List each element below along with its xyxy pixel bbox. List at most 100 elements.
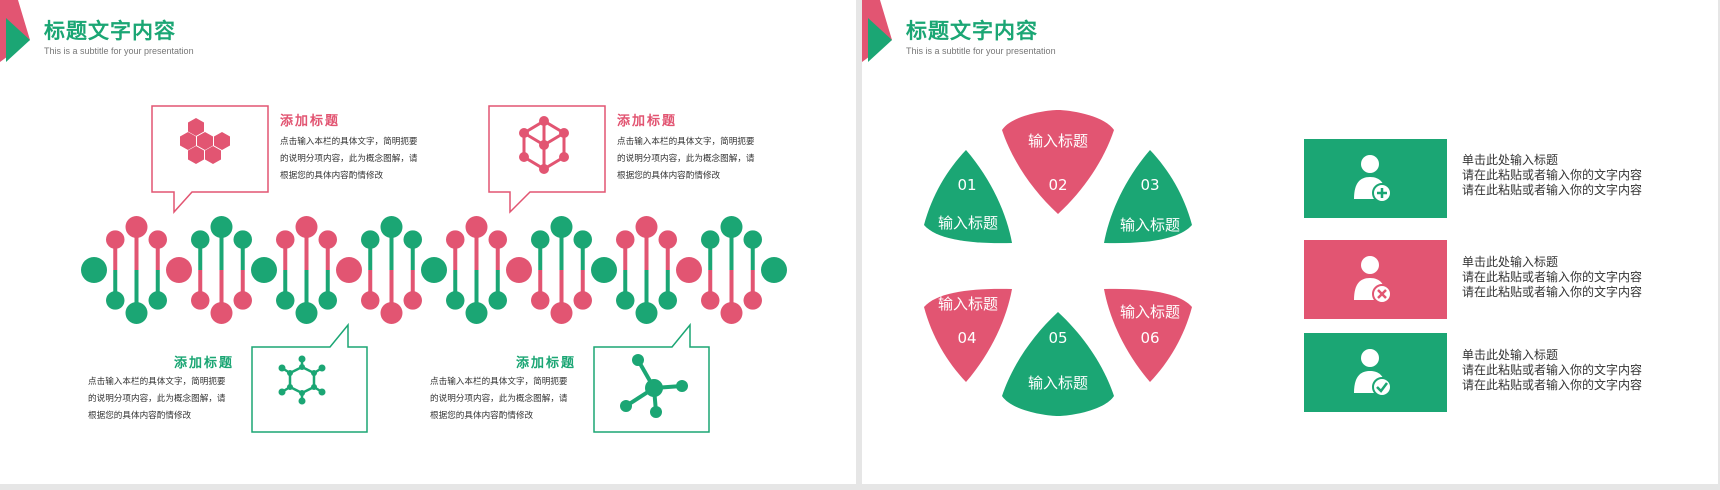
item-1-text: 单击此处输入标题 请在此粘贴或者输入你的文字内容 请在此粘贴或者输入你的文字内容	[1462, 153, 1662, 198]
petal-03	[1104, 150, 1192, 244]
dna-node	[318, 230, 337, 249]
dna-node	[616, 230, 635, 249]
card-2-body: 点击输入本栏的具体文字，简明扼要 的说明分项内容，此为概念图解，请 根据您的具体…	[617, 134, 777, 185]
petal-01-label: 输入标题	[937, 214, 998, 232]
dna-node	[210, 216, 233, 238]
item-2-line: 请在此粘贴或者输入你的文字内容	[1462, 285, 1643, 299]
dna-node	[233, 291, 252, 310]
dna-node	[635, 216, 658, 238]
petal-05-label: 输入标题	[1027, 374, 1088, 392]
dna-node	[743, 230, 762, 249]
dna-node	[446, 230, 465, 249]
dna-node	[720, 302, 743, 324]
dna-node	[210, 302, 233, 324]
dna-node	[573, 230, 592, 249]
petal-03-label: 输入标题	[1119, 216, 1180, 234]
card-3-title: 添加标题	[174, 356, 235, 371]
user-check-icon	[1354, 349, 1392, 397]
dna-node	[191, 291, 210, 310]
corner-triangle-icon	[862, 0, 892, 62]
dna-node	[295, 216, 318, 238]
dna-node	[761, 257, 787, 283]
card-4-line: 的说明分项内容，此为概念图解，请	[430, 394, 568, 404]
item-2-box	[1304, 240, 1447, 319]
page-title: 标题文字内容	[906, 19, 1038, 43]
molecule-ring-icon	[278, 355, 326, 405]
slide-right: 标题文字内容 This is a subtitle for your prese…	[862, 0, 1718, 484]
petal-02	[1002, 110, 1114, 214]
slide-left: 标题文字内容 This is a subtitle for your prese…	[0, 0, 856, 484]
petal-05-number: 05	[1048, 329, 1068, 347]
card-4-title: 添加标题	[516, 356, 577, 371]
petal-04	[924, 288, 1012, 382]
user-add-icon	[1354, 155, 1392, 203]
dna-node	[658, 230, 677, 249]
dna-node	[166, 257, 192, 283]
dna-node	[573, 291, 592, 310]
card-3-line: 根据您的具体内容酌情修改	[88, 411, 192, 421]
dna-node	[380, 302, 403, 324]
dna-node	[421, 257, 447, 283]
dna-node	[233, 230, 252, 249]
dna-node	[550, 302, 573, 324]
dna-node	[295, 302, 318, 324]
dna-node	[531, 230, 550, 249]
petal-diagram	[924, 110, 1192, 416]
item-2-title: 单击此处输入标题	[1462, 255, 1559, 269]
card-4-line: 点击输入本栏的具体文字，简明扼要	[430, 377, 568, 387]
card-2-title: 添加标题	[617, 114, 678, 129]
dna-node	[125, 216, 148, 238]
page-subtitle: This is a subtitle for your presentation	[44, 46, 194, 56]
dna-node	[506, 257, 532, 283]
card-4-body: 点击输入本栏的具体文字，简明扼要 的说明分项内容，此为概念图解，请 根据您的具体…	[430, 374, 590, 425]
card-2-line: 的说明分项内容，此为概念图解，请	[617, 154, 755, 164]
petal-04-number: 04	[957, 329, 977, 347]
petal-01-number: 01	[957, 176, 977, 194]
petal-03-number: 03	[1140, 176, 1160, 194]
card-2-line: 点击输入本栏的具体文字，简明扼要	[617, 137, 755, 147]
card-2-line: 根据您的具体内容酌情修改	[617, 171, 721, 181]
dna-node	[318, 291, 337, 310]
petal-01	[924, 150, 1012, 244]
dna-node	[125, 302, 148, 324]
page-title: 标题文字内容	[44, 19, 176, 43]
dna-helix-graphic	[81, 216, 787, 324]
item-3-box	[1304, 333, 1447, 412]
dna-node	[743, 291, 762, 310]
dna-node	[676, 257, 702, 283]
dna-node	[361, 291, 380, 310]
card-3-line: 点击输入本栏的具体文字，简明扼要	[88, 377, 226, 387]
item-1-title: 单击此处输入标题	[1462, 153, 1559, 167]
petal-04-label: 输入标题	[937, 295, 998, 313]
cube-network-icon	[519, 116, 569, 174]
item-1-line: 请在此粘贴或者输入你的文字内容	[1462, 168, 1643, 182]
item-1-box	[1304, 139, 1447, 218]
corner-triangle-icon	[0, 0, 30, 62]
card-1-line: 点击输入本栏的具体文字，简明扼要	[280, 137, 418, 147]
dna-node	[658, 291, 677, 310]
dna-node	[446, 291, 465, 310]
dna-node	[81, 257, 107, 283]
dna-node	[148, 291, 167, 310]
dna-node	[106, 291, 125, 310]
molecule-node-icon	[620, 354, 688, 418]
dna-node	[380, 216, 403, 238]
petal-06-label: 输入标题	[1119, 303, 1180, 321]
item-3-text: 单击此处输入标题 请在此粘贴或者输入你的文字内容 请在此粘贴或者输入你的文字内容	[1462, 348, 1662, 393]
card-1-title: 添加标题	[280, 114, 341, 129]
dna-node	[720, 216, 743, 238]
dna-node	[276, 230, 295, 249]
dna-node	[465, 302, 488, 324]
dna-node	[701, 291, 720, 310]
hexagon-cluster-icon	[180, 118, 230, 164]
card-1-line: 的说明分项内容，此为概念图解，请	[280, 154, 418, 164]
card-4-line: 根据您的具体内容酌情修改	[430, 411, 534, 421]
item-2-line: 请在此粘贴或者输入你的文字内容	[1462, 270, 1643, 284]
dna-node	[403, 230, 422, 249]
dna-node	[276, 291, 295, 310]
dna-node	[701, 230, 720, 249]
dna-node	[488, 230, 507, 249]
dna-node	[465, 216, 488, 238]
dna-node	[148, 230, 167, 249]
dna-node	[361, 230, 380, 249]
